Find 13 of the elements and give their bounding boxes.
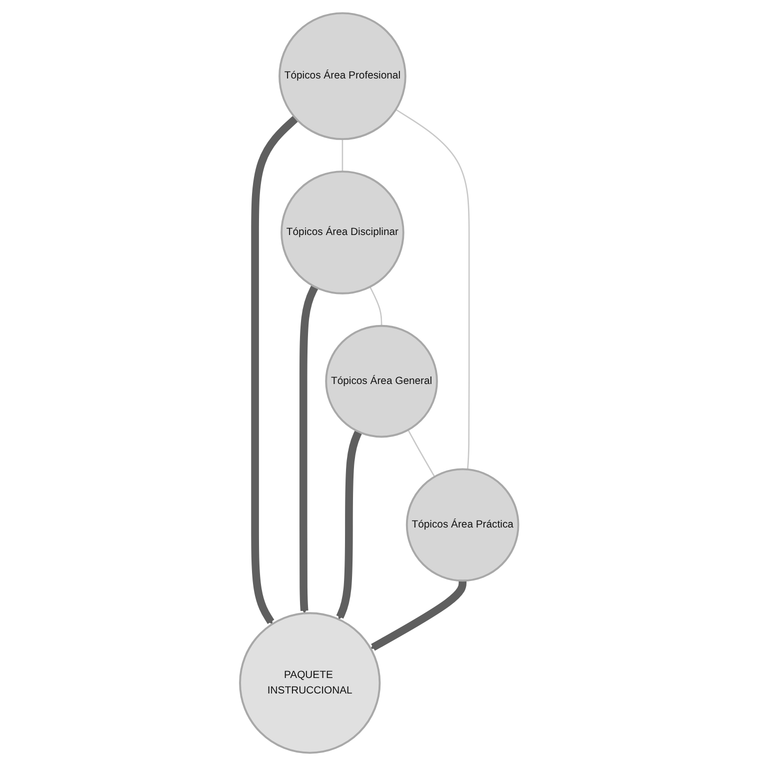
connector bbox=[342, 139, 343, 172]
arrow bbox=[250, 116, 298, 624]
arrow bbox=[336, 430, 362, 620]
node-circle: Tópicos Área Disciplinar bbox=[280, 170, 404, 294]
arrow bbox=[370, 579, 466, 651]
node-circle: PAQUETE INSTRUCCIONAL bbox=[238, 612, 381, 754]
node-circle: Tópicos Área General bbox=[324, 324, 438, 438]
connector bbox=[407, 430, 435, 478]
connector bbox=[369, 286, 382, 326]
node-circle: Tópicos Área Práctica bbox=[406, 468, 520, 582]
arrow bbox=[299, 285, 318, 614]
connector bbox=[395, 108, 470, 470]
node-circle: Tópicos Área Profesional bbox=[278, 12, 406, 140]
